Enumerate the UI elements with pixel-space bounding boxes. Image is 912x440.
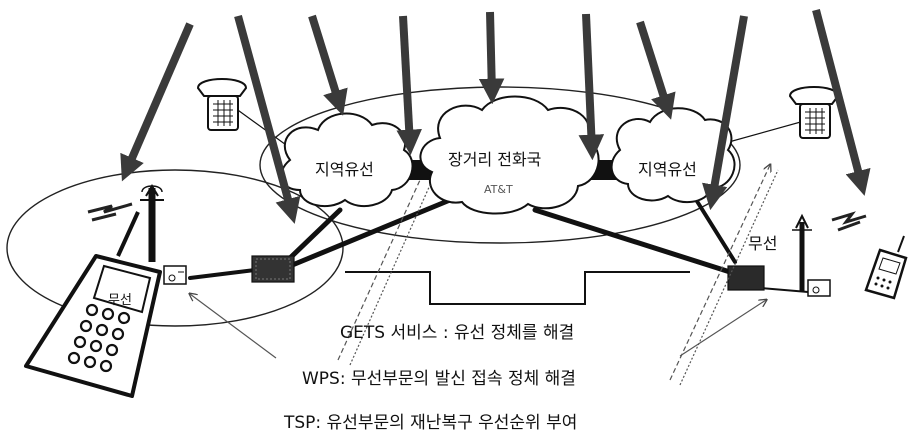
arrow-icon [120, 22, 194, 182]
mobile-phone-icon [24, 211, 162, 398]
incoming-arrows [120, 8, 871, 224]
telephone-icon [788, 86, 840, 139]
right-cloud [610, 107, 736, 204]
arrow-icon [234, 14, 301, 224]
center-cloud-sublabel: AT&T [484, 183, 513, 196]
arrow-icon [396, 15, 422, 156]
cell-tower-icon [792, 213, 812, 292]
radio-wave-icon [87, 202, 867, 232]
bracket-shape [345, 271, 690, 305]
center-cloud-label: 장거리 전화국 [448, 150, 542, 169]
wireless-label: 무선 [748, 234, 778, 253]
arrow-icon [478, 11, 505, 105]
arrow-icon [578, 13, 605, 161]
thin-arrows [190, 165, 779, 386]
telephone-icon [196, 78, 248, 131]
tsp-service-text: TSP: 유선부문의 재난복구 우선순위 부여 [284, 413, 578, 433]
trunk-lines [188, 107, 816, 293]
base-station-icon [807, 279, 831, 297]
arrow-icon [636, 20, 676, 120]
switch-box-icon [251, 255, 295, 283]
cell-tower-icon [140, 184, 164, 262]
handset-label: 무선 [108, 293, 132, 308]
left-cloud-label: 지역유선 [315, 160, 374, 179]
left-cloud [280, 112, 414, 208]
base-station-icon [163, 265, 187, 285]
arrow-icon [308, 14, 348, 116]
left-wireless-region-ellipse [6, 169, 344, 327]
arrow-icon [702, 15, 748, 211]
arrow-icon [812, 8, 871, 196]
wps-service-text: WPS: 무선부문의 발신 접속 정체 해결 [302, 369, 576, 389]
right-cloud-label: 지역유선 [638, 160, 697, 179]
mobile-phone-icon [864, 235, 908, 300]
gets-service-text: GETS 서비스 : 유선 정체를 해결 [340, 323, 575, 343]
switch-box-icon [727, 265, 765, 291]
